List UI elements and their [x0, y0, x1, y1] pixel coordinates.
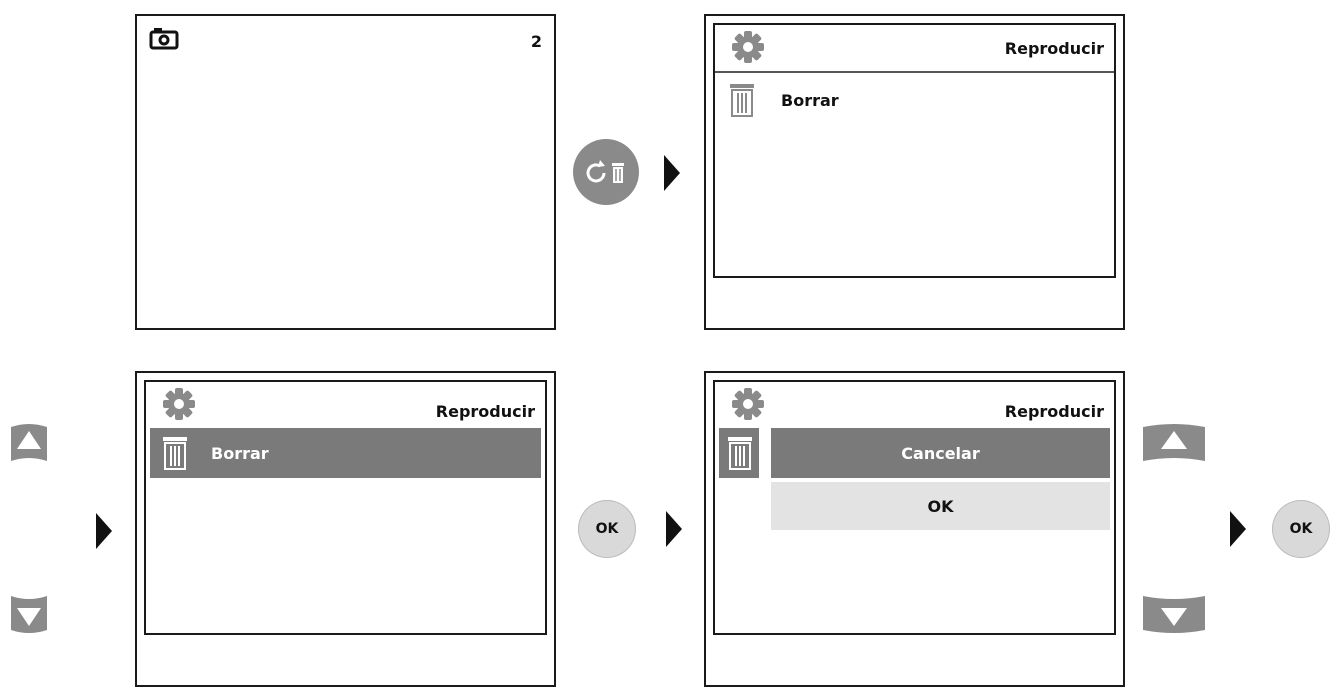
camera-icon [149, 26, 179, 50]
screen-4: Reproducir Cancelar OK [704, 371, 1125, 687]
ok-button-label: OK [1289, 521, 1313, 537]
trash-icon [729, 83, 755, 117]
option-cancelar[interactable]: Cancelar [771, 428, 1110, 478]
menu-item-borrar-selected[interactable]: Borrar [150, 428, 541, 478]
menu-title: Reproducir [1004, 402, 1104, 421]
up-icon [11, 424, 47, 461]
menu-item-label: Borrar [211, 444, 269, 463]
up-button-right[interactable] [1143, 421, 1205, 461]
flow-arrow-1 [664, 155, 680, 191]
flow-arrow-3 [666, 511, 682, 547]
trash-icon [162, 436, 188, 470]
menu-panel: Reproducir Borrar [713, 23, 1116, 278]
menu-item-borrar[interactable]: Borrar [781, 91, 839, 110]
down-icon [11, 596, 47, 633]
option-ok[interactable]: OK [771, 482, 1110, 530]
image-counter: 2 [530, 32, 542, 51]
menu-title: Reproducir [1004, 39, 1104, 58]
menu-panel: Reproducir Borrar [144, 380, 547, 635]
rotate-delete-button[interactable] [573, 139, 639, 205]
down-button-right[interactable] [1143, 596, 1205, 636]
screen-3: Reproducir Borrar [135, 371, 556, 687]
down-button-left[interactable] [11, 596, 47, 636]
ok-button-final[interactable]: OK [1272, 500, 1330, 558]
gear-icon [161, 386, 197, 422]
flow-arrow-4 [1230, 511, 1246, 547]
rotate-delete-icon [586, 160, 624, 183]
menu-separator [715, 71, 1114, 73]
up-icon [1143, 424, 1205, 461]
down-icon [1143, 596, 1205, 633]
gear-icon [730, 386, 766, 422]
screen-1: 2 [135, 14, 556, 330]
flow-arrow-2 [96, 513, 112, 549]
trash-cell [719, 428, 759, 478]
menu-panel: Reproducir Cancelar OK [713, 380, 1116, 635]
ok-button[interactable]: OK [578, 500, 636, 558]
gear-icon [730, 29, 766, 65]
trash-icon [727, 436, 753, 470]
menu-title: Reproducir [435, 402, 535, 421]
ok-button-label: OK [595, 521, 619, 537]
up-button-left[interactable] [11, 421, 47, 461]
screen-2: Reproducir Borrar [704, 14, 1125, 330]
